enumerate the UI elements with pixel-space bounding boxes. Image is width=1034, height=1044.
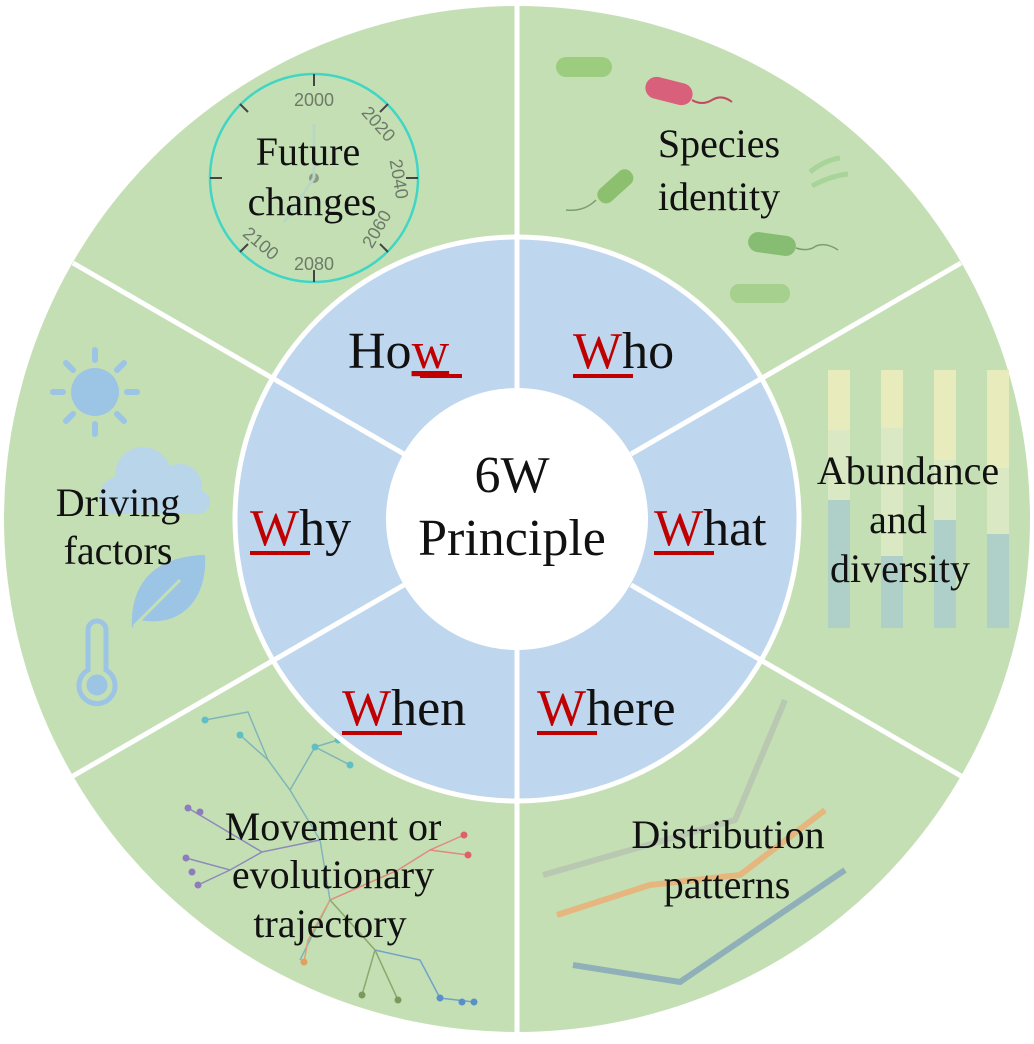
center-title-line-1: 6W bbox=[474, 447, 549, 504]
phylogenetic-tree-icon bbox=[185, 711, 475, 1003]
inner-label-how: How bbox=[348, 323, 462, 380]
trend-lines-icon bbox=[542, 698, 847, 986]
how-highlight: w bbox=[412, 323, 450, 380]
when-rest: hen bbox=[391, 680, 466, 737]
abundance-line-3: diversity bbox=[830, 546, 970, 591]
how-rest: Ho bbox=[348, 323, 412, 380]
cloud-icon bbox=[100, 447, 210, 514]
where-rest: here bbox=[586, 680, 675, 737]
svg-text:What: What bbox=[654, 500, 767, 557]
species-identity-line-1: Species bbox=[658, 121, 780, 166]
svg-text:Who: Who bbox=[573, 323, 674, 380]
outer-label-species-identity: Species identity bbox=[658, 121, 780, 219]
center-circle bbox=[386, 388, 648, 650]
inner-label-when: When bbox=[342, 680, 466, 737]
who-rest: ho bbox=[622, 323, 674, 380]
bacteria-icon bbox=[556, 57, 849, 303]
svg-text:How: How bbox=[348, 323, 450, 380]
svg-text:When: When bbox=[342, 680, 466, 737]
inner-label-who: Who bbox=[573, 323, 674, 380]
species-identity-line-2: identity bbox=[658, 174, 780, 219]
movement-line-3: trajectory bbox=[253, 901, 406, 946]
stacked-bars-icon bbox=[828, 370, 1009, 628]
inner-label-where: Where bbox=[537, 680, 676, 737]
what-highlight: W bbox=[654, 500, 703, 557]
outer-label-distribution-patterns: Distribution patterns bbox=[631, 812, 824, 907]
who-highlight: W bbox=[573, 323, 622, 380]
leaf-icon bbox=[131, 555, 206, 628]
driving-factors-line-1: Driving bbox=[56, 480, 180, 525]
distribution-line-1: Distribution bbox=[631, 812, 824, 857]
outer-label-future-changes: Future changes bbox=[248, 129, 377, 224]
why-highlight: W bbox=[250, 500, 299, 557]
why-rest: hy bbox=[299, 500, 351, 557]
sun-icon bbox=[50, 347, 140, 437]
inner-ring-border bbox=[232, 234, 802, 804]
center-title-line-2: Principle bbox=[418, 510, 606, 567]
abundance-line-1: Abundance bbox=[817, 448, 999, 493]
inner-label-why: Why bbox=[250, 500, 351, 557]
when-highlight: W bbox=[342, 680, 391, 737]
future-changes-line-1: Future bbox=[256, 129, 360, 174]
dial-year-2080: 2080 bbox=[294, 254, 334, 274]
outer-label-movement-trajectory: Movement or evolutionary trajectory bbox=[225, 804, 442, 946]
driving-factors-line-2: factors bbox=[64, 528, 173, 573]
abundance-line-2: and bbox=[869, 497, 927, 542]
svg-text:Where: Where bbox=[537, 680, 676, 737]
movement-line-2: evolutionary bbox=[232, 852, 434, 897]
future-dial-icon bbox=[208, 72, 420, 284]
dial-year-2000: 2000 bbox=[294, 90, 334, 110]
future-changes-line-2: changes bbox=[248, 179, 377, 224]
ring-dividers bbox=[71, 6, 963, 1032]
thermometer-icon bbox=[76, 618, 118, 707]
what-rest: hat bbox=[703, 500, 767, 557]
tree-nodes bbox=[182, 716, 478, 1006]
svg-text:Why: Why bbox=[250, 500, 351, 557]
inner-label-what: What bbox=[654, 500, 767, 557]
movement-line-1: Movement or bbox=[225, 804, 442, 849]
outer-label-abundance-diversity: Abundance and diversity bbox=[817, 448, 999, 591]
distribution-line-2: patterns bbox=[664, 862, 791, 907]
where-highlight: W bbox=[537, 680, 586, 737]
outer-label-driving-factors: Driving factors bbox=[56, 480, 180, 573]
